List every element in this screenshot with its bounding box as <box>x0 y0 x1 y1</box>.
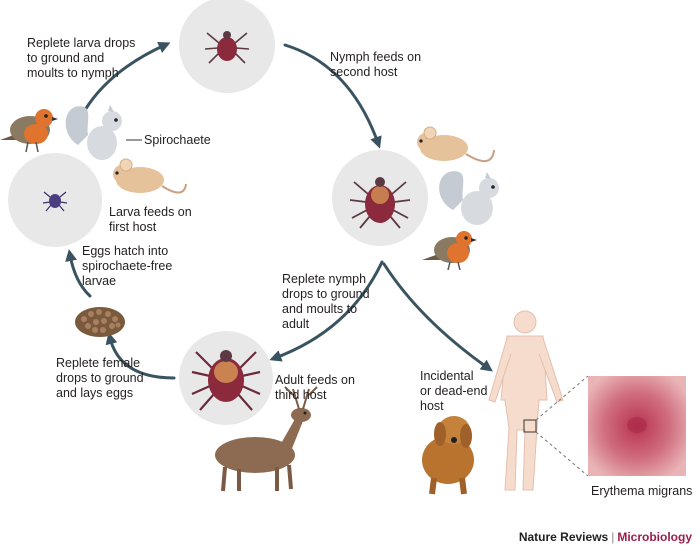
robin-icon-right <box>422 231 477 271</box>
credit-separator: | <box>611 530 615 544</box>
credit-section: Microbiology <box>617 530 692 544</box>
robin-icon <box>0 109 58 153</box>
small-larva-icon <box>42 191 68 212</box>
larva-tick-icon <box>204 31 250 64</box>
nymph-tick-icon <box>349 177 411 229</box>
label-replete-female: Replete female drops to ground and lays … <box>56 356 144 400</box>
arrow-nymph-to-human <box>382 262 493 372</box>
arrow-larva-to-nymph <box>283 43 382 149</box>
deer-icon <box>215 386 318 492</box>
label-adult-feeds: Adult feeds on third host <box>275 373 355 402</box>
label-spirochaete: Spirochaete <box>144 133 211 147</box>
mouse-icon <box>113 158 187 194</box>
adult-tick-icon <box>191 350 261 411</box>
label-nymph-feeds: Nymph feeds on second host <box>330 50 422 79</box>
squirrel-icon <box>65 105 122 160</box>
arrow-adult-to-eggs <box>105 332 176 380</box>
label-erythema-migrans: Erythema migrans <box>591 484 693 498</box>
label-incidental-host: Incidental or dead-end host <box>420 369 488 413</box>
squirrel-icon-right <box>439 171 499 225</box>
zoom-lines <box>535 375 589 477</box>
arrow-eggs-to-larva <box>65 249 92 298</box>
credit-journal: Nature Reviews <box>518 530 609 544</box>
label-larva-feeds: Larva feeds on first host <box>109 205 192 234</box>
egg-cluster-icon <box>75 307 125 337</box>
label-replete-larva: Replete larva drops to ground and moults… <box>27 36 136 80</box>
human-figure <box>488 310 564 491</box>
mouse-icon-right <box>417 126 495 162</box>
erythema-migrans-inset <box>588 376 686 476</box>
label-replete-nymph: Replete nymph drops to ground and moults… <box>282 272 370 331</box>
label-eggs-hatch: Eggs hatch into spirochaete-free larvae <box>82 244 173 288</box>
arrow-nymph-to-adult <box>269 260 384 362</box>
cycle-arrows <box>65 42 493 380</box>
journal-credit: Nature Reviews|Microbiology <box>519 530 692 544</box>
bite-site-marker <box>523 419 537 433</box>
dog-icon <box>422 416 474 495</box>
arrow-host-to-larva <box>83 42 171 112</box>
